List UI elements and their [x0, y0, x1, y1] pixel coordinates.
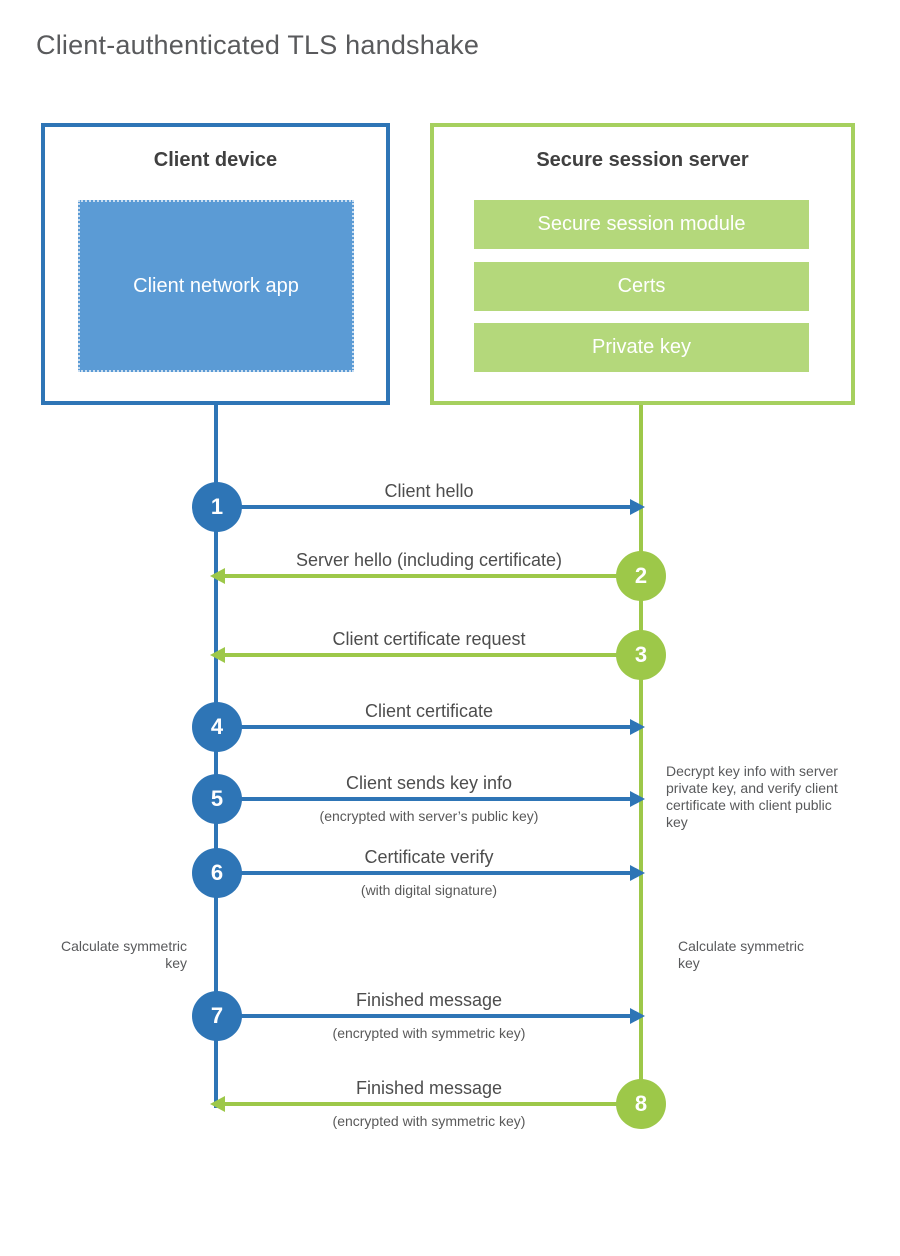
step-2-arrow [225, 574, 618, 578]
step-3-circle: 3 [616, 630, 666, 680]
secure-session-module-bar: Secure session module [474, 200, 809, 249]
calculate-symmetric-key-left: Calculate symmetric key [60, 938, 187, 971]
client-network-app-box: Client network app [78, 200, 354, 372]
calculate-symmetric-key-right: Calculate symmetric key [678, 938, 805, 971]
certs-bar: Certs [474, 262, 809, 311]
client-device-title: Client device [153, 149, 278, 171]
step-6-circle: 6 [192, 848, 242, 898]
client-lifeline [214, 405, 218, 1108]
step-2-number: 2 [634, 563, 648, 588]
decrypt-note: Decrypt key info with server private key… [666, 763, 838, 830]
step-5-arrow [230, 797, 631, 801]
step-8-arrow [225, 1102, 618, 1106]
step-7-label: Finished message [355, 990, 503, 1010]
step-7-arrow [230, 1014, 631, 1018]
step-2-circle: 2 [616, 551, 666, 601]
step-2-label: Server hello (including certificate) [295, 550, 563, 570]
step-8-number: 8 [634, 1091, 648, 1116]
step-8-label: Finished message [355, 1078, 503, 1098]
step-1-label: Client hello [384, 481, 474, 501]
step-1-arrow [230, 505, 631, 509]
step-4-arrow [230, 725, 631, 729]
client-network-app-label: Client network app [133, 274, 299, 297]
step-8-sublabel: (encrypted with symmetric key) [332, 1113, 526, 1129]
step-6-label: Certificate verify [364, 847, 494, 867]
step-1-circle: 1 [192, 482, 242, 532]
server-title: Secure session server [536, 149, 749, 171]
step-8-arrowhead-icon [210, 1096, 225, 1112]
certs-label: Certs [617, 275, 666, 297]
step-7-sublabel: (encrypted with symmetric key) [332, 1025, 526, 1041]
server-box: Secure session server Secure session mod… [430, 123, 855, 405]
step-5-label: Client sends key info [345, 773, 513, 793]
step-4-circle: 4 [192, 702, 242, 752]
step-5-sublabel: (encrypted with server’s public key) [319, 808, 539, 824]
step-4-label: Client certificate [364, 701, 494, 721]
step-5-number: 5 [210, 786, 224, 811]
step-3-arrowhead-icon [210, 647, 225, 663]
step-1-arrowhead-icon [630, 499, 645, 515]
client-device-box: Client device Client network app [41, 123, 390, 405]
step-4-arrowhead-icon [630, 719, 645, 735]
step-7-number: 7 [210, 1003, 224, 1028]
step-3-arrow [225, 653, 618, 657]
step-6-arrowhead-icon [630, 865, 645, 881]
secure-session-module-label: Secure session module [537, 213, 746, 235]
step-4-number: 4 [210, 714, 224, 739]
step-1-number: 1 [210, 494, 224, 519]
diagram-title: Client-authenticated TLS handshake [36, 30, 480, 60]
step-7-circle: 7 [192, 991, 242, 1041]
private-key-label: Private key [592, 336, 691, 358]
private-key-bar: Private key [474, 323, 809, 372]
step-3-number: 3 [634, 642, 648, 667]
step-3-label: Client certificate request [332, 629, 526, 649]
step-7-arrowhead-icon [630, 1008, 645, 1024]
server-lifeline [639, 405, 643, 1105]
step-6-sublabel: (with digital signature) [360, 882, 498, 898]
step-5-arrowhead-icon [630, 791, 645, 807]
step-2-arrowhead-icon [210, 568, 225, 584]
step-6-number: 6 [210, 860, 224, 885]
step-5-circle: 5 [192, 774, 242, 824]
step-6-arrow [230, 871, 631, 875]
step-8-circle: 8 [616, 1079, 666, 1129]
